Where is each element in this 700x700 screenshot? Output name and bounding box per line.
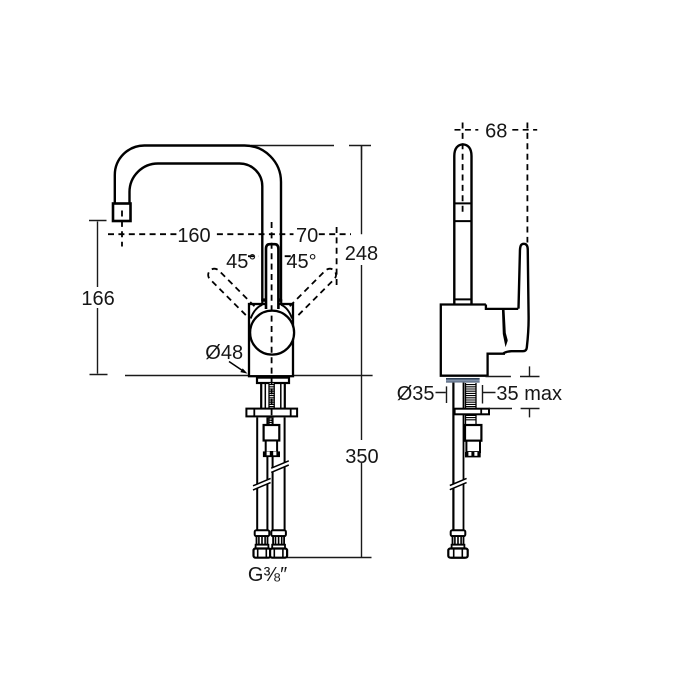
svg-text:160: 160	[177, 225, 210, 247]
svg-text:G⅜″: G⅜″	[248, 564, 287, 586]
svg-text:68: 68	[485, 121, 507, 143]
svg-text:35 max: 35 max	[496, 383, 562, 405]
svg-text:45°: 45°	[226, 251, 256, 273]
svg-text:Ø48: Ø48	[205, 342, 243, 364]
svg-text:248: 248	[345, 243, 378, 265]
svg-text:166: 166	[81, 288, 114, 310]
svg-text:70: 70	[296, 225, 318, 247]
svg-text:350: 350	[345, 446, 378, 468]
svg-text:45°: 45°	[286, 251, 316, 273]
svg-text:Ø35: Ø35	[397, 383, 435, 405]
